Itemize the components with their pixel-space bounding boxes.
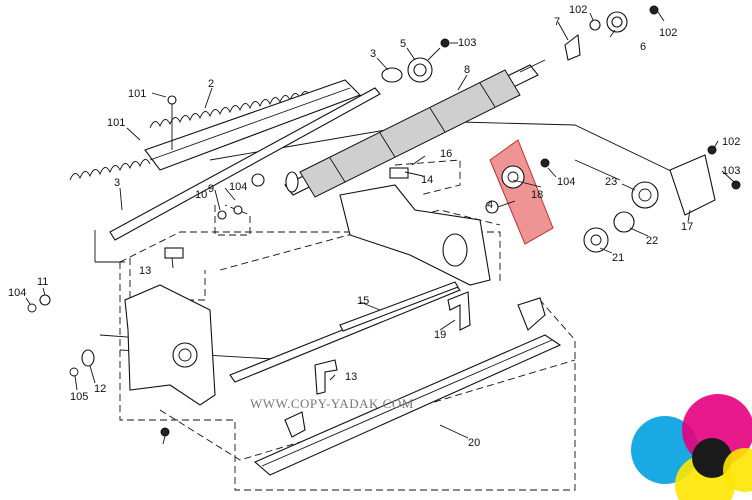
callout-103a: 103 [458, 37, 476, 49]
right-side-frame [339, 167, 491, 286]
callout-101b: 102 [659, 27, 677, 39]
callout-15: 16 [440, 148, 452, 160]
callout-6: 7 [554, 16, 560, 28]
callout-104a: 104 [229, 181, 247, 193]
callout-4: 5 [400, 38, 406, 50]
gear-5-assembly [564, 5, 659, 61]
callout-104c: 105 [70, 391, 88, 403]
callout-labels: 2 3 3 4 5 6 7 8 9 10 11 12 13 13 14 15 1… [8, 4, 740, 449]
callout-12: 13 [345, 371, 357, 383]
left-side-frame [124, 247, 216, 406]
callout-7: 8 [464, 64, 470, 76]
callout-5: 6 [640, 41, 646, 53]
callout-103b: 104 [557, 176, 575, 188]
gear-4-assembly [381, 38, 450, 83]
callout-9: 10 [195, 189, 207, 201]
callout-22: 23 [605, 176, 617, 188]
callout-11: 12 [94, 383, 106, 395]
right-gear-cluster [583, 145, 741, 253]
highlighted-part-17 [485, 139, 554, 245]
callout-102b: 102 [722, 136, 740, 148]
watermark-text: WWW.COPY-YADAK.COM [250, 396, 414, 411]
callout-1: 2 [208, 78, 214, 90]
callout-104b: 104 [8, 287, 26, 299]
callout-18: 19 [434, 329, 446, 341]
callout-19: 20 [468, 437, 480, 449]
callout-23: 101 [107, 117, 125, 129]
color-circles-logo [631, 394, 752, 500]
callout-3b: 4 [487, 199, 493, 211]
callout-102a: 102 [569, 4, 587, 16]
callout-101a: 101 [128, 88, 146, 100]
callout-21: 22 [646, 235, 658, 247]
spring-assembly [69, 79, 381, 241]
callout-14: 15 [357, 295, 369, 307]
guide-rails [229, 281, 471, 395]
callout-2: 3 [114, 177, 120, 189]
callout-102c: 103 [722, 165, 740, 177]
small-hardware [27, 173, 265, 437]
bottom-rail [253, 297, 562, 476]
callout-10: 11 [37, 276, 48, 288]
callout-20: 21 [612, 252, 624, 264]
callout-8: 9 [208, 183, 214, 195]
leader-lines [25, 11, 735, 445]
callout-16: 17 [681, 221, 693, 233]
callout-17: 18 [531, 189, 543, 201]
callout-13a: 13 [139, 265, 151, 277]
callout-13b: 14 [421, 174, 433, 186]
roller-shaft [284, 59, 546, 198]
callout-3a: 3 [370, 48, 376, 60]
